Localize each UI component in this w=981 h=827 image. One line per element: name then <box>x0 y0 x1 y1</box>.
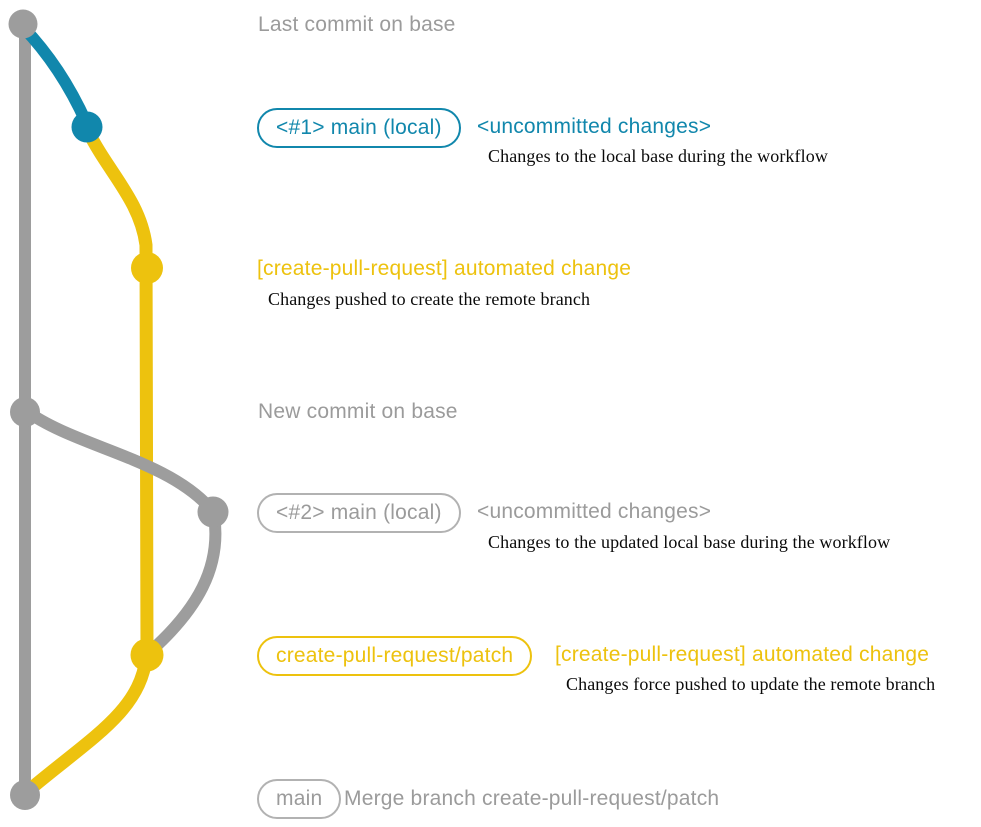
branch-badge-main-local-2: <#2> main (local) <box>257 493 461 533</box>
commit-node-automated-change-1 <box>131 252 163 284</box>
branch-badge-main-local-1: <#1> main (local) <box>257 108 461 148</box>
automated-change-label-2: [create-pull-request] automated change <box>555 643 930 666</box>
patch-merge-curve <box>21 651 153 798</box>
commit-node-main-local-1 <box>71 111 103 143</box>
caption-local-base: Changes to the local base during the wor… <box>488 146 828 166</box>
uncommitted-changes-label-2: <uncommitted changes> <box>477 500 712 523</box>
branch-badge-main: main <box>257 779 342 819</box>
commit-node-last-base <box>8 9 38 39</box>
last-commit-annotation: Last commit on base <box>258 13 456 36</box>
caption-updated-local-base: Changes to the updated local base during… <box>488 532 891 552</box>
commit-node-automated-change-2 <box>130 638 164 672</box>
commit-node-merge <box>10 780 40 810</box>
local-main-branch-curve-1 <box>17 21 92 128</box>
patch-branch-line <box>81 124 154 663</box>
caption-pushed-create: Changes pushed to create the remote bran… <box>268 289 591 309</box>
merge-commit-annotation: Merge branch create-pull-request/patch <box>344 787 720 810</box>
automated-change-label-1: [create-pull-request] automated change <box>257 257 632 280</box>
new-commit-annotation: New commit on base <box>258 400 458 423</box>
branch-badge-patch: create-pull-request/patch <box>257 636 533 676</box>
local-main-rebase-curve <box>146 509 222 656</box>
uncommitted-changes-label-1: <uncommitted changes> <box>477 115 712 138</box>
local-main-branch-curve-2 <box>19 404 216 514</box>
caption-force-pushed: Changes force pushed to update the remot… <box>566 674 936 694</box>
commit-node-main-local-2 <box>197 496 229 528</box>
commit-node-new-base <box>10 397 40 427</box>
